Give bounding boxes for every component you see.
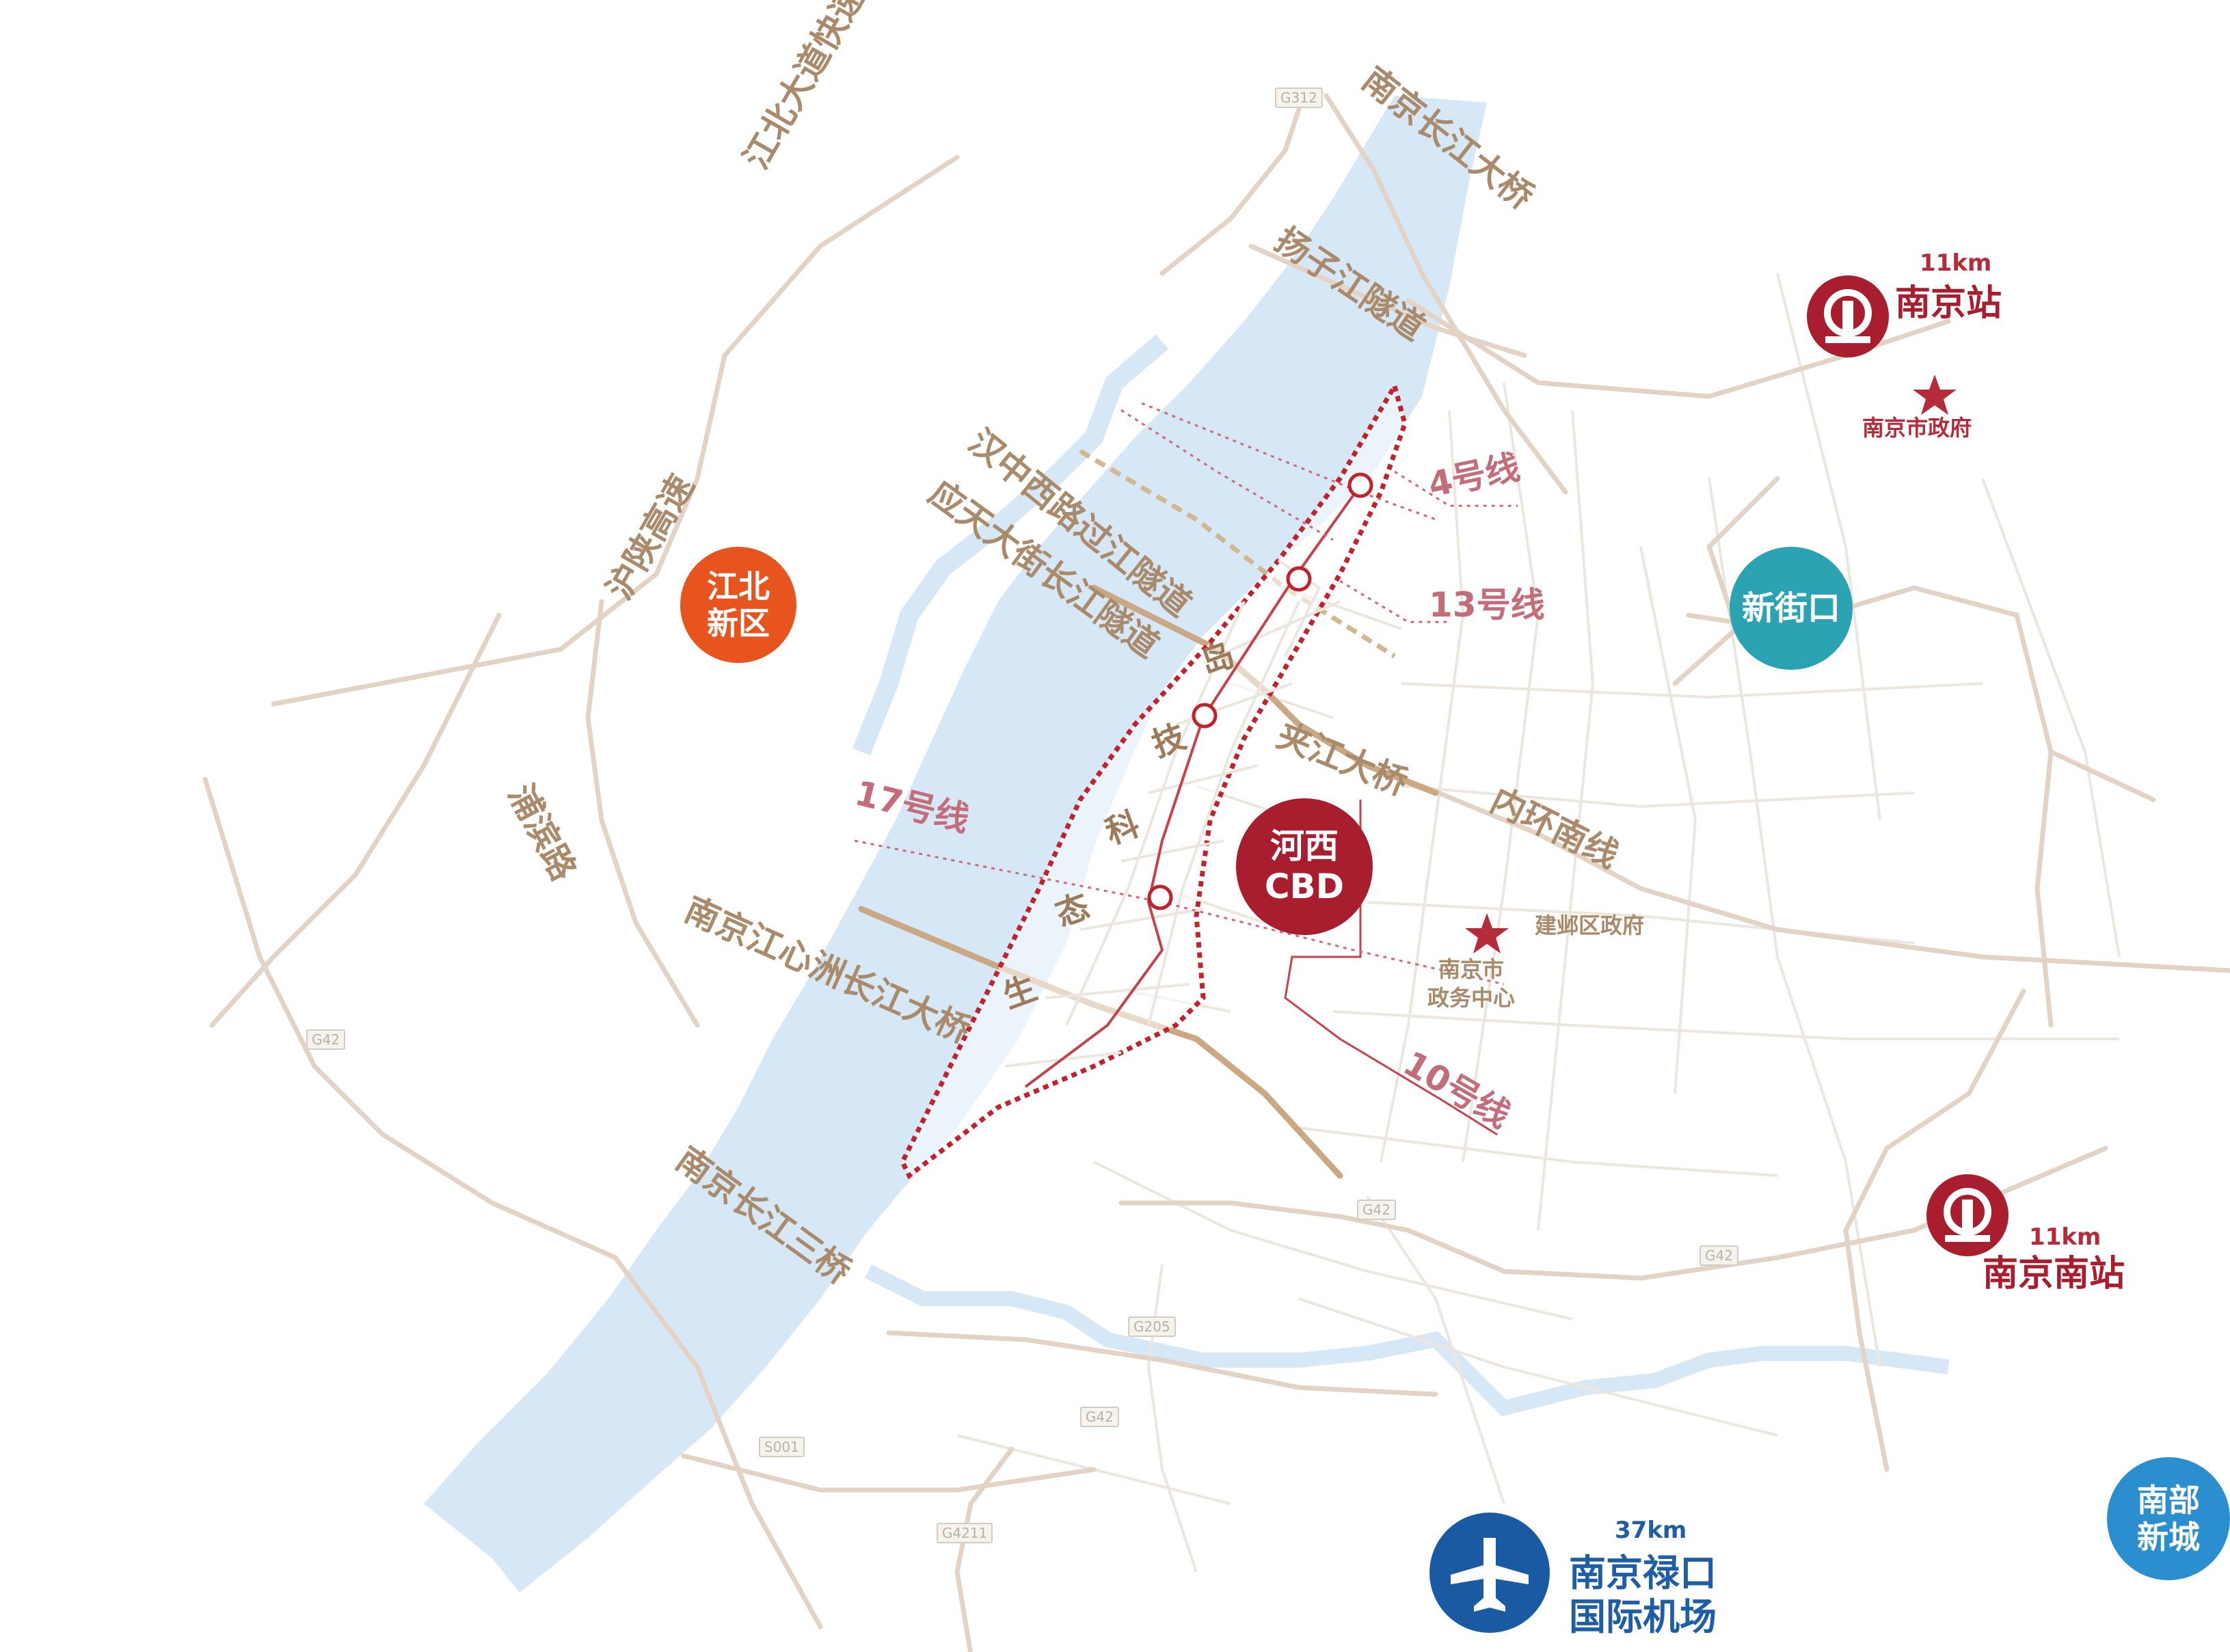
nanjing-station-distance: 11km: [1920, 249, 1992, 277]
hub-xinjiekou: 新街口: [1730, 547, 1853, 670]
road-shield-g42-mid: G42: [1357, 1200, 1396, 1220]
road-shield-g42-west: G42: [306, 1029, 345, 1050]
island-street-grid: [1004, 559, 1341, 1068]
qinhuai-river: [865, 1264, 1950, 1417]
nanjing-south-distance: 11km: [2029, 1223, 2101, 1251]
hub-cbd-label: 河西 CBD: [1264, 826, 1345, 906]
label-metro-line-13: 13号线: [1429, 585, 1545, 625]
hub-xinjiekou-label: 新街口: [1741, 588, 1840, 627]
hub-nanbu-label: 南部 新城: [2137, 1481, 2200, 1556]
road-shield-g205: G205: [1128, 1316, 1176, 1337]
west-tributary: [852, 334, 1169, 756]
nanjing-station-name: 南京站: [1895, 283, 2002, 324]
metro-station-icon: [1147, 884, 1173, 910]
metro-line-10: [1284, 800, 1498, 1136]
road-shield-g4211: G4211: [937, 1523, 993, 1543]
jiajiang-channel: [1340, 301, 1422, 478]
road-shield-g42-east: G42: [1700, 1245, 1738, 1266]
hub-hexi-cbd: 河西 CBD: [1236, 798, 1373, 935]
airport-name: 南京禄口 国际机场: [1569, 1552, 1717, 1638]
metro-station-icon: [1286, 566, 1312, 592]
major-roads: [202, 93, 2230, 1652]
road-shield-g312: G312: [1275, 87, 1323, 108]
eco-tech-island-outline: [900, 380, 1408, 1180]
hub-jiangbei-label: 江北 新区: [707, 567, 770, 642]
label-city-government: 南京市政府: [1862, 415, 1972, 441]
railway-station-icon: [1924, 1172, 2011, 1258]
label-jianye-government: 建邺区政府: [1535, 912, 1645, 938]
yangtze-river: [424, 96, 1487, 1593]
metro-station-icon: [1347, 472, 1373, 498]
hub-jiangbei-new-area: 江北 新区: [680, 547, 796, 663]
road-shield-g42-south: G42: [1080, 1407, 1119, 1427]
hanzhong-tunnel-dash: [1079, 448, 1396, 658]
road-shield-s001: S001: [759, 1437, 805, 1457]
star-icon: [1913, 375, 1957, 415]
star-icon: [1465, 913, 1509, 953]
railway-station-icon: [1805, 273, 1891, 360]
metro-station-icons: [1147, 472, 1373, 910]
nanjing-south-name: 南京南站: [1983, 1254, 2125, 1295]
metro-station-icon: [1192, 703, 1218, 729]
hub-nanbu-new-city: 南部 新城: [2107, 1457, 2230, 1580]
island-metro-lines: [1024, 484, 1362, 1088]
label-gov-service-center: 南京市 政务中心: [1427, 956, 1516, 1011]
airplane-icon: [1429, 1512, 1550, 1634]
airport-distance: 37km: [1615, 1517, 1687, 1544]
